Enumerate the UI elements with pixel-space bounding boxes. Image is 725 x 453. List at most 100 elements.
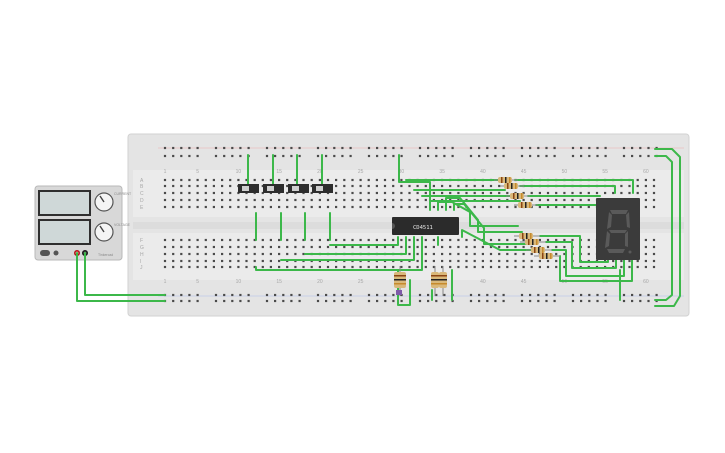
wire[interactable] xyxy=(453,203,531,245)
breadboard-hole[interactable] xyxy=(180,265,183,269)
breadboard-hole[interactable] xyxy=(441,245,444,249)
breadboard-hole[interactable] xyxy=(333,146,336,150)
breadboard-hole[interactable] xyxy=(245,238,248,242)
breadboard-hole[interactable] xyxy=(326,178,330,182)
breadboard-hole[interactable] xyxy=(530,245,533,249)
breadboard-hole[interactable] xyxy=(375,198,378,202)
breadboard-hole[interactable] xyxy=(432,245,435,249)
breadboard-hole[interactable] xyxy=(457,245,460,249)
breadboard-hole[interactable] xyxy=(359,205,362,209)
breadboard-hole[interactable] xyxy=(163,146,167,150)
breadboard-hole[interactable] xyxy=(647,293,650,297)
breadboard-hole[interactable] xyxy=(418,293,422,297)
breadboard-hole[interactable] xyxy=(212,245,215,249)
breadboard-hole[interactable] xyxy=(563,245,566,249)
breadboard-hole[interactable] xyxy=(604,191,607,195)
breadboard-hole[interactable] xyxy=(316,293,320,297)
breadboard-hole[interactable] xyxy=(652,184,656,188)
breadboard-hole[interactable] xyxy=(172,198,175,202)
breadboard-hole[interactable] xyxy=(231,146,234,150)
breadboard-hole[interactable] xyxy=(435,299,438,303)
breadboard-hole[interactable] xyxy=(571,238,574,242)
breadboard-hole[interactable] xyxy=(424,259,427,263)
breadboard-hole[interactable] xyxy=(522,191,525,195)
breadboard-hole[interactable] xyxy=(435,154,438,158)
breadboard-hole[interactable] xyxy=(172,293,175,297)
breadboard-hole[interactable] xyxy=(457,265,460,269)
breadboard-hole[interactable] xyxy=(188,293,191,297)
breadboard-hole[interactable] xyxy=(529,146,532,150)
breadboard-hole[interactable] xyxy=(604,146,607,150)
breadboard-hole[interactable] xyxy=(443,293,446,297)
breadboard-hole[interactable] xyxy=(563,191,566,195)
breadboard-hole[interactable] xyxy=(481,245,484,249)
breadboard-hole[interactable] xyxy=(571,146,575,150)
breadboard-hole[interactable] xyxy=(326,245,330,249)
breadboard-hole[interactable] xyxy=(408,198,411,202)
breadboard-hole[interactable] xyxy=(628,184,631,188)
breadboard-hole[interactable] xyxy=(326,198,330,202)
breadboard-hole[interactable] xyxy=(261,178,264,182)
breadboard-hole[interactable] xyxy=(269,252,272,256)
breadboard-hole[interactable] xyxy=(546,238,550,242)
breadboard-hole[interactable] xyxy=(343,191,346,195)
breadboard-hole[interactable] xyxy=(261,198,264,202)
breadboard-hole[interactable] xyxy=(282,293,285,297)
breadboard-hole[interactable] xyxy=(325,293,328,297)
breadboard-hole[interactable] xyxy=(416,245,419,249)
breadboard-hole[interactable] xyxy=(514,245,517,249)
breadboard-hole[interactable] xyxy=(229,178,232,182)
breadboard-hole[interactable] xyxy=(553,293,556,297)
breadboard-hole[interactable] xyxy=(451,154,454,158)
breadboard-hole[interactable] xyxy=(457,184,460,188)
breadboard-hole[interactable] xyxy=(367,184,370,188)
breadboard-hole[interactable] xyxy=(441,238,444,242)
breadboard-hole[interactable] xyxy=(546,245,550,249)
breadboard-hole[interactable] xyxy=(481,259,484,263)
breadboard-hole[interactable] xyxy=(188,259,191,263)
breadboard-hole[interactable] xyxy=(229,205,232,209)
breadboard-hole[interactable] xyxy=(223,299,226,303)
wire[interactable] xyxy=(304,236,407,255)
power-supply[interactable]: CURRENT VOLTAGE Tinkercad xyxy=(34,185,132,261)
breadboard-hole[interactable] xyxy=(502,154,505,158)
breadboard-hole[interactable] xyxy=(473,259,476,263)
breadboard-hole[interactable] xyxy=(298,146,301,150)
breadboard-hole[interactable] xyxy=(221,252,224,256)
breadboard-hole[interactable] xyxy=(612,191,615,195)
breadboard-hole[interactable] xyxy=(465,245,468,249)
breadboard-hole[interactable] xyxy=(245,265,248,269)
breadboard-hole[interactable] xyxy=(545,299,548,303)
breadboard-hole[interactable] xyxy=(239,299,242,303)
breadboard-hole[interactable] xyxy=(545,154,548,158)
led-icon[interactable] xyxy=(396,290,402,295)
breadboard-hole[interactable] xyxy=(416,205,419,209)
breadboard-hole[interactable] xyxy=(172,259,175,263)
breadboard-hole[interactable] xyxy=(563,265,566,269)
breadboard-hole[interactable] xyxy=(180,205,183,209)
breadboard-hole[interactable] xyxy=(343,198,346,202)
wire[interactable] xyxy=(84,252,166,296)
breadboard-hole[interactable] xyxy=(494,299,497,303)
breadboard-hole[interactable] xyxy=(400,178,403,182)
breadboard-hole[interactable] xyxy=(294,238,297,242)
ic-chip[interactable]: CD4511 xyxy=(392,217,459,235)
breadboard-hole[interactable] xyxy=(172,205,175,209)
breadboard-hole[interactable] xyxy=(636,178,639,182)
breadboard-hole[interactable] xyxy=(172,238,175,242)
breadboard-hole[interactable] xyxy=(265,154,269,158)
breadboard-hole[interactable] xyxy=(427,293,430,297)
breadboard-hole[interactable] xyxy=(622,299,626,303)
breadboard-hole[interactable] xyxy=(498,205,501,209)
breadboard-hole[interactable] xyxy=(180,252,183,256)
breadboard-hole[interactable] xyxy=(302,265,305,269)
breadboard-hole[interactable] xyxy=(326,265,330,269)
breadboard-hole[interactable] xyxy=(376,154,379,158)
breadboard-hole[interactable] xyxy=(469,299,473,303)
wire[interactable] xyxy=(280,236,415,261)
resistor[interactable] xyxy=(514,202,538,208)
breadboard-hole[interactable] xyxy=(563,252,566,256)
breadboard-hole[interactable] xyxy=(163,238,167,242)
breadboard-hole[interactable] xyxy=(229,184,232,188)
breadboard-hole[interactable] xyxy=(400,299,403,303)
